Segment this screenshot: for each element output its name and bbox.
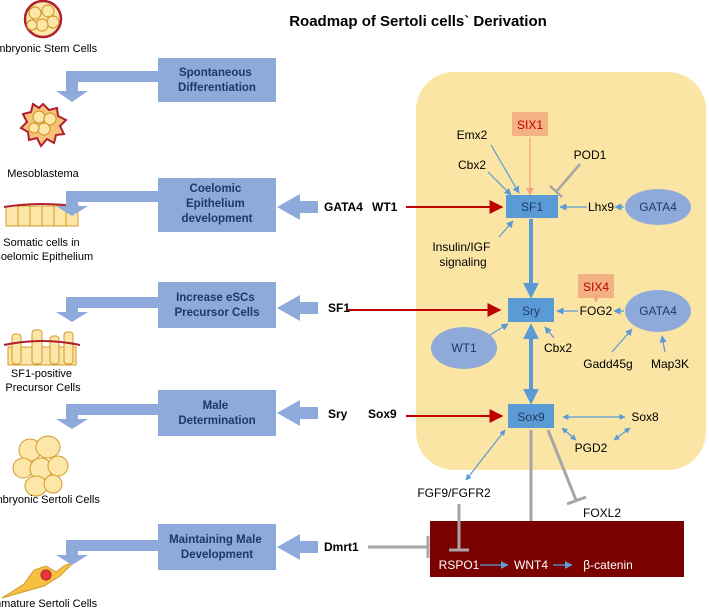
svg-text:SIX1: SIX1 <box>517 118 543 132</box>
sf1-positive-cells-image <box>3 329 81 366</box>
factor-arrows <box>277 194 318 560</box>
node-map3k: Map3K <box>651 357 689 371</box>
node-pod1: POD1 <box>574 148 607 162</box>
svg-text:Maintaining Male Develop: Maintaining Male Development <box>169 534 265 561</box>
mesoblastema-image <box>19 102 68 148</box>
svg-text:SIX4: SIX4 <box>583 280 609 294</box>
node-wnt4: WNT4 <box>514 558 548 572</box>
factor-sry: Sry <box>328 407 348 421</box>
step-box-increase: Increase eSCs Precursor Cells <box>158 282 276 328</box>
node-gata4-top <box>625 189 691 225</box>
factor-dmrt1: Dmrt1 <box>324 540 359 554</box>
node-beta-catenin: β-catenin <box>583 558 633 572</box>
step-box-male-determination: Male Determination <box>158 390 276 436</box>
node-sox8: Sox8 <box>631 410 659 424</box>
node-lhx9: Lhx9 <box>588 200 614 214</box>
node-sf1 <box>506 195 558 218</box>
node-gata4-mid <box>625 290 691 332</box>
regulation-panel <box>416 72 706 470</box>
node-cbx2-top: Cbx2 <box>458 158 486 172</box>
factor-sox9: Sox9 <box>368 407 397 421</box>
node-gadd45g: Gadd45g <box>583 357 632 371</box>
node-foxl2: FOXL2 <box>583 506 621 520</box>
node-cbx2-mid: Cbx2 <box>544 341 572 355</box>
stage-label-isertoli: Immature Sertoli Cells <box>0 598 98 610</box>
immature-sertoli-cell-image <box>1 561 75 599</box>
wnt-signaling-box <box>430 521 684 577</box>
node-six1 <box>512 112 548 136</box>
node-pgd2: PGD2 <box>575 441 608 455</box>
node-six4 <box>578 274 614 298</box>
factor-sf1: SF1 <box>328 301 350 315</box>
step-box-coelomic: Coelomic Epithelium development <box>158 178 276 232</box>
stage-label-esc: Embryonic Stem Cells <box>0 43 98 55</box>
step-box-maintaining: Maintaining Male Development <box>158 524 276 570</box>
svg-text:Increase eSCs Precursor: Increase eSCs Precursor Cells <box>174 292 259 319</box>
node-fog2: FOG2 <box>580 304 613 318</box>
node-sox9 <box>508 404 554 428</box>
svg-text:GATA4: GATA4 <box>639 304 677 318</box>
svg-text:WT1: WT1 <box>451 341 477 355</box>
node-sry <box>508 298 554 322</box>
svg-text:Male Determination: Male Determination <box>178 400 255 427</box>
svg-text:Coelomic Epithelium: Coelomic Epithelium development <box>182 183 253 225</box>
embryonic-stem-cells-image <box>23 0 63 39</box>
factor-gata4: GATA4 <box>324 200 363 214</box>
svg-text:GATA4: GATA4 <box>639 200 677 214</box>
svg-text:Sox9: Sox9 <box>517 410 545 424</box>
svg-text:Sry: Sry <box>522 304 540 318</box>
node-insulin-igf: Insulin/IGF signaling <box>432 240 493 269</box>
node-rspo1: RSPO1 <box>439 558 480 572</box>
node-wt1 <box>431 327 497 369</box>
stage-label-esertoli: Embryonic Sertoli Cells <box>0 494 100 506</box>
svg-text:SF1: SF1 <box>521 200 543 214</box>
node-emx2: Emx2 <box>457 128 488 142</box>
stage-label-sf1pos: SF1-positive Precursor Cells <box>5 368 81 394</box>
stage-label-somatic: Somatic cells in Coelomic Epithelium <box>0 237 93 263</box>
node-fgf9-fgfr2: FGF9/FGFR2 <box>417 486 491 500</box>
svg-text:Spontaneous Differentiat: Spontaneous Differentiation <box>178 67 256 94</box>
diagram-title: Roadmap of Sertoli cells` Derivation <box>289 13 547 30</box>
left-flow-arrows <box>56 71 158 565</box>
step-box-spontaneous: Spontaneous Differentiation <box>158 58 276 102</box>
stage-label-meso: Mesoblastema <box>7 168 79 180</box>
factor-wt1: WT1 <box>372 200 398 214</box>
embryonic-sertoli-cells-image <box>12 435 69 497</box>
